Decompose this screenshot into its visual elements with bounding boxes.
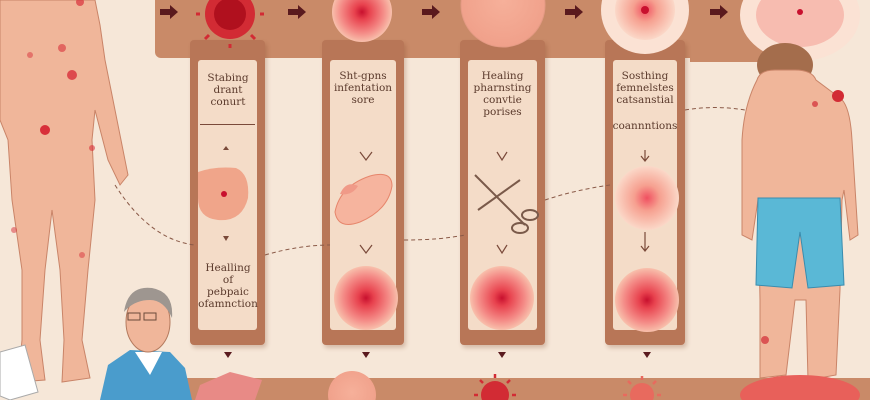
heading-line: femnelstes: [616, 82, 674, 94]
panel-4-heading: Sosthing femnelstes catsanstial coannnti…: [610, 70, 680, 132]
lesion-icon: [740, 375, 860, 400]
lesion-icon: [470, 266, 534, 330]
panel-3-heading: Healing pharnsting convtie porises: [466, 70, 539, 118]
person-figure: [0, 0, 129, 383]
heading-line: of: [222, 274, 234, 286]
heading-line: conurt: [210, 96, 246, 108]
heading-line: infentation: [333, 82, 393, 94]
heading-line: Sosthing: [621, 70, 669, 82]
lesion-icon: [328, 371, 376, 400]
heading-line: Healing: [481, 70, 524, 82]
heading-line: Healling: [205, 262, 251, 274]
lesion-icon: [756, 0, 844, 47]
lesion-icon: [332, 0, 392, 42]
virus-icon: [623, 376, 661, 400]
heading-rule: [200, 124, 255, 125]
heading-line: Stabing: [207, 72, 249, 84]
lesion-icon: [615, 0, 675, 40]
lesion-icon: [615, 166, 679, 230]
lesion-icon: [334, 266, 398, 330]
virus-icon: [474, 374, 516, 400]
arrow-down-icon: [496, 244, 508, 255]
person-figure: [741, 43, 859, 381]
heading-line: catsanstial: [616, 94, 674, 106]
lesion-icon: [460, 0, 546, 48]
heading-line: coannntions: [612, 120, 678, 132]
doctor-figure: [0, 287, 192, 400]
panel-1-heading: Stabing drant conurt: [196, 72, 260, 108]
heading-line: pharnsting: [473, 82, 532, 94]
dashed-connectors: [114, 107, 746, 256]
heading-line: convtie: [483, 94, 522, 106]
lesion-icon: [221, 191, 227, 197]
lesion-icon: [641, 6, 649, 14]
lesion-icon: [797, 9, 803, 15]
arrow-up-icon: [223, 146, 229, 150]
scissors-icon: [474, 174, 539, 234]
heading-line: sore: [351, 94, 375, 106]
arrow-down-icon: [640, 150, 650, 162]
lesion-icon: [340, 184, 358, 195]
arrow-down-icon: [496, 151, 508, 162]
heading-line: drant: [213, 84, 243, 96]
arrow-right-icon: [160, 5, 728, 19]
panel-2-heading: Sht-gpns infentation sore: [328, 70, 398, 106]
heading-line: pebpaic: [207, 286, 249, 298]
heading-line: Sht-gpns: [339, 70, 387, 82]
arrow-down-icon: [359, 151, 373, 161]
panel-1-subheading: Healling of pebpaic ofamnction: [196, 262, 260, 310]
arrow-down-icon: [223, 236, 229, 241]
lesion-icon: [195, 372, 262, 400]
lesion-icon: [615, 268, 679, 332]
heading-line: ofamnction: [198, 298, 258, 310]
arrow-down-icon: [359, 244, 373, 254]
heading-line: porises: [483, 106, 522, 118]
arrow-down-icon: [640, 232, 650, 252]
lesion-icon: [334, 173, 393, 225]
arrow-down-icon: [224, 352, 651, 358]
virus-icon: [196, 0, 264, 48]
